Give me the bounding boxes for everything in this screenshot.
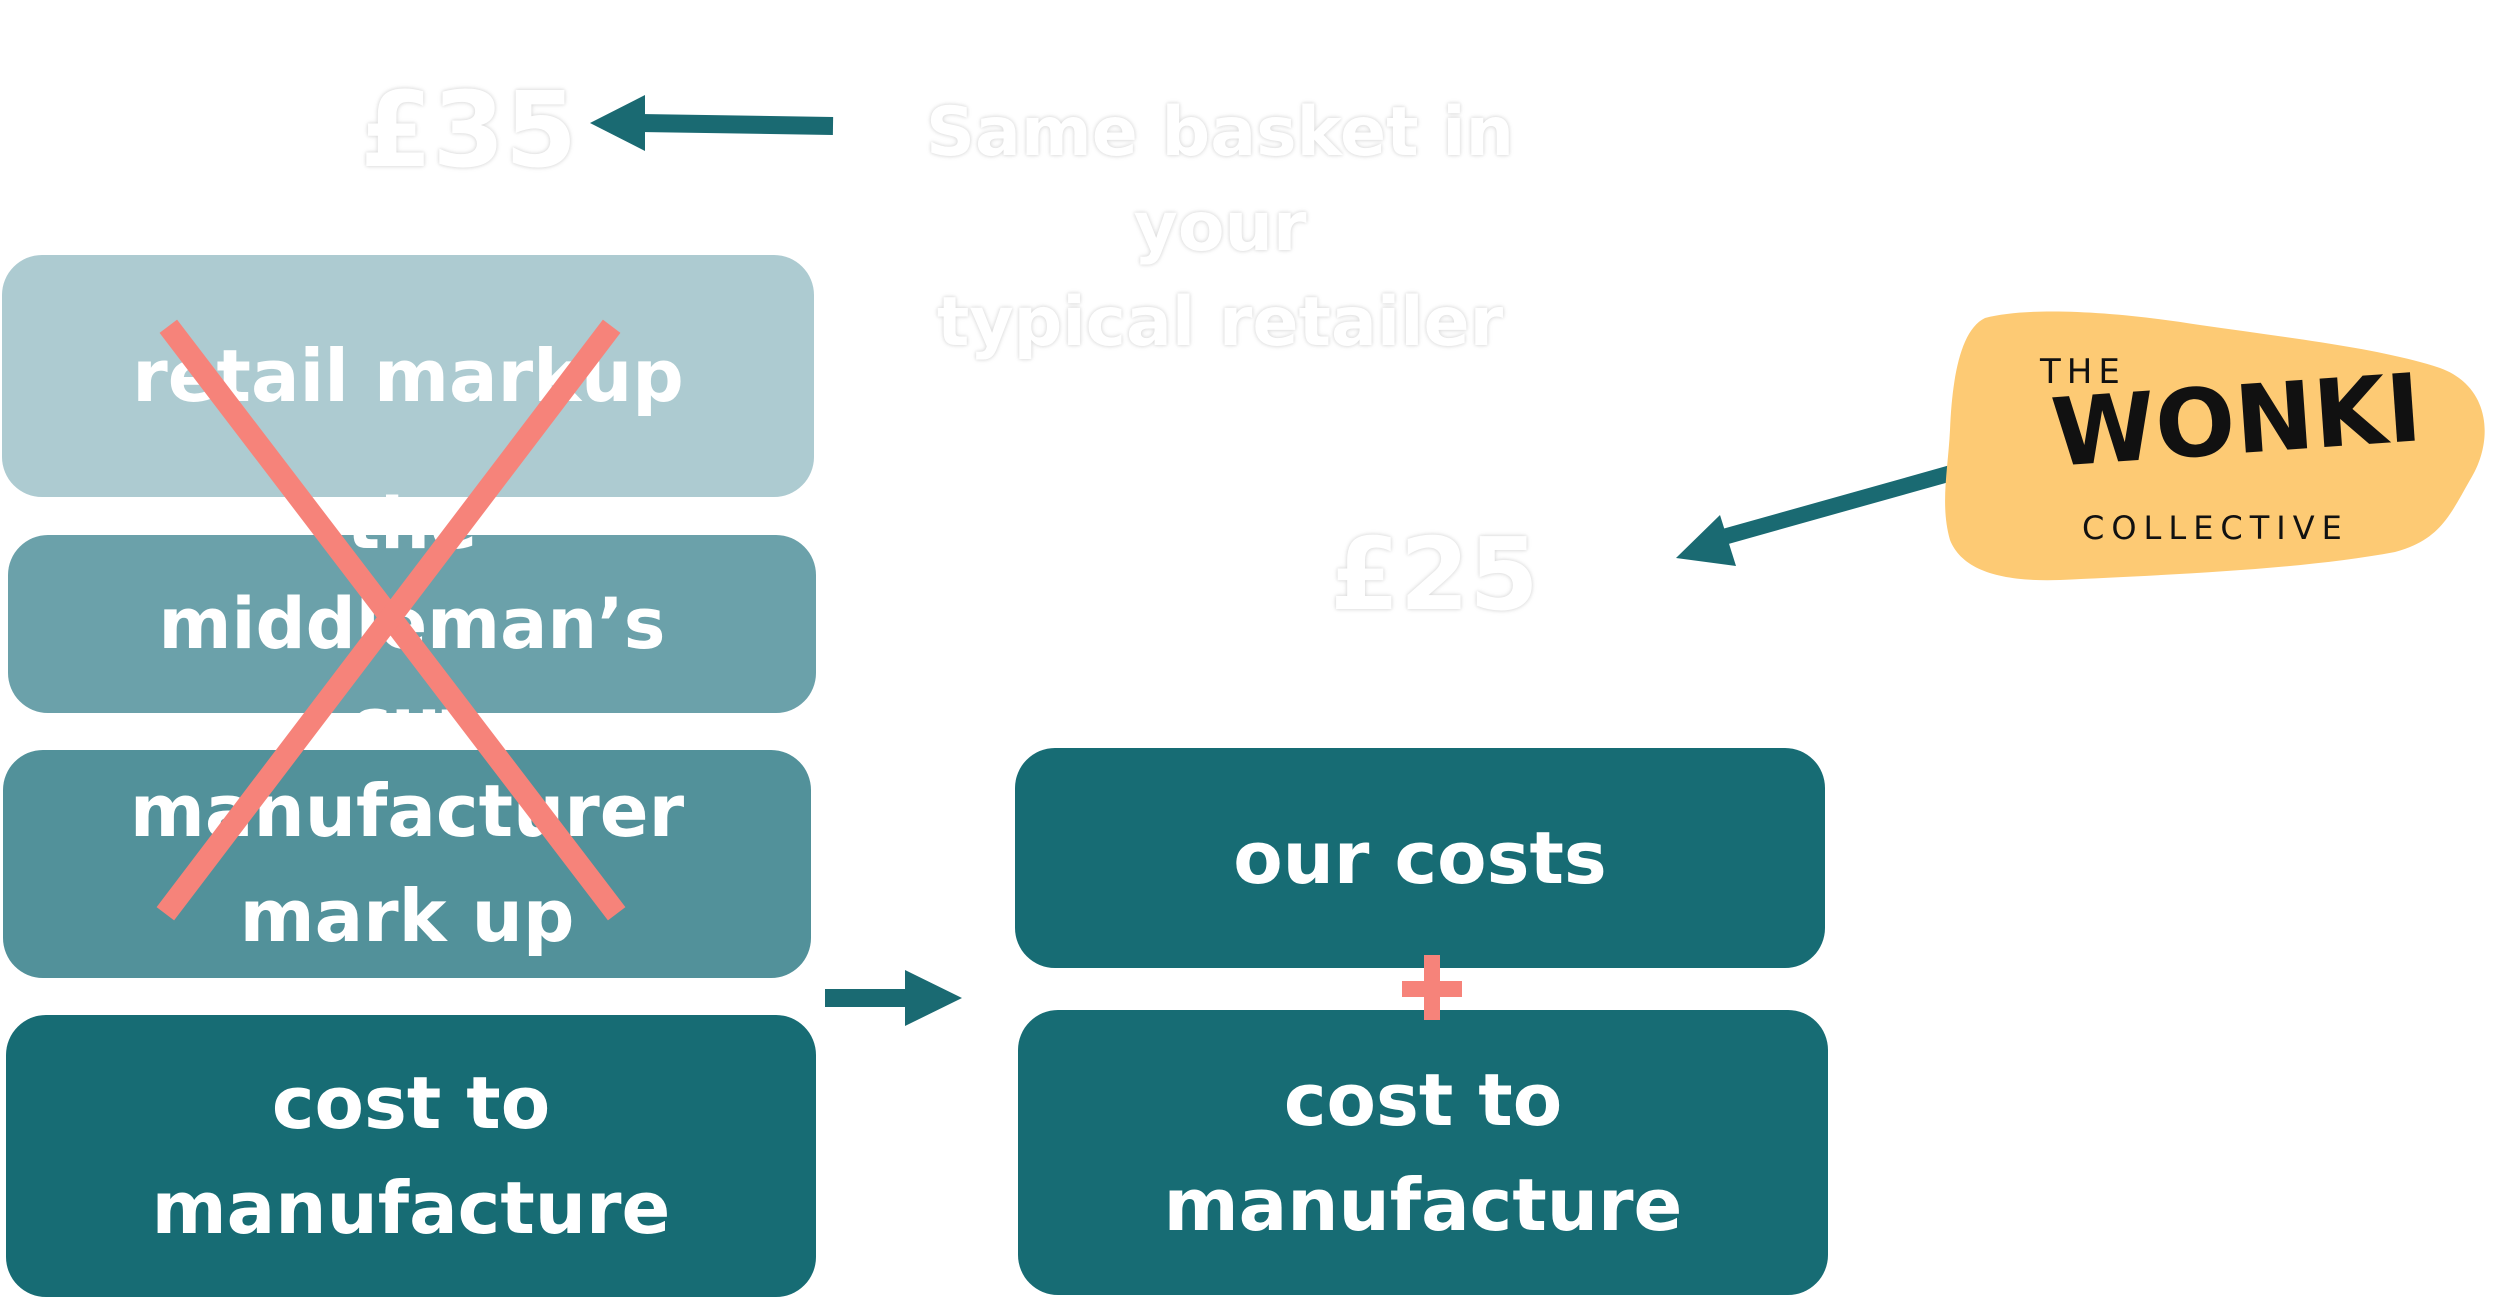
plus-icon bbox=[1402, 955, 1462, 1020]
logo-the: THE bbox=[2040, 352, 2126, 392]
arrow-down-left-icon bbox=[1676, 464, 1958, 566]
arrow-right-icon bbox=[825, 970, 962, 1026]
right-cost-to-manufacture-box: cost to manufacture bbox=[1018, 1010, 1828, 1295]
retailer-note-line1: Same basket in your bbox=[926, 93, 1514, 267]
manufacturer-markup-box: manufacturer mark up bbox=[3, 750, 811, 978]
retailer-note: Same basket in your typical retailer bbox=[860, 85, 1580, 370]
right-cost-to-manufacture-label: cost to manufacture bbox=[1163, 1057, 1683, 1247]
arrow-left-icon bbox=[590, 95, 834, 151]
our-costs-label: our costs bbox=[1233, 816, 1607, 900]
left-cost-to-manufacture-label: cost to manufacture bbox=[151, 1061, 671, 1250]
our-costs-box: our costs bbox=[1015, 748, 1825, 968]
retailer-price: £35 bbox=[360, 69, 578, 191]
cross-out-icon bbox=[156, 319, 626, 921]
logo-collective: COLLECTIVE bbox=[2082, 509, 2349, 547]
our-price: £25 bbox=[1330, 516, 1539, 633]
retailer-note-line2: typical retailer bbox=[936, 283, 1504, 362]
logo-blob bbox=[1945, 311, 2485, 581]
logo-wonki: WONKI bbox=[2048, 354, 2425, 489]
left-cost-to-manufacture-box: cost to manufacture bbox=[6, 1015, 816, 1297]
